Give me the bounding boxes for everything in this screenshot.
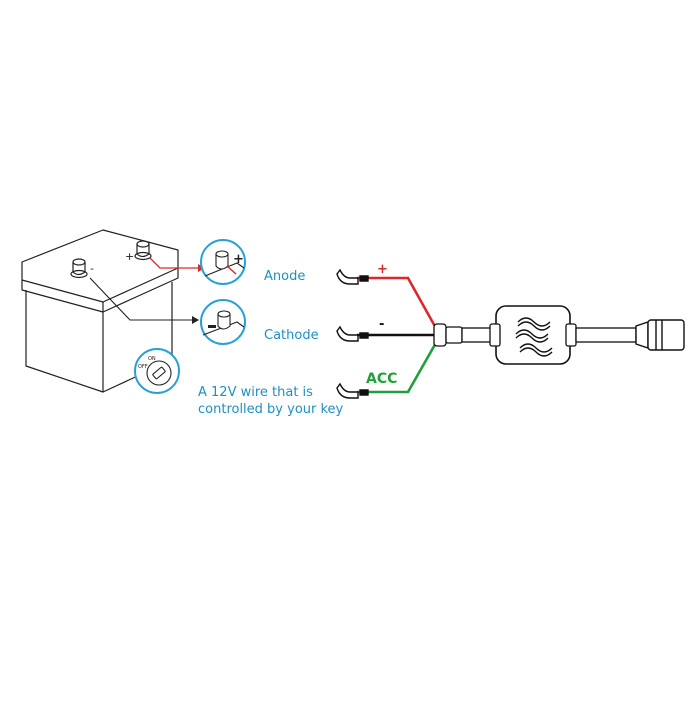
- battery-positive-mark: +: [125, 250, 134, 263]
- positive-wire-sign: +: [377, 262, 388, 277]
- cable-segment-right: [575, 327, 637, 343]
- key-description-line2: controlled by your key: [198, 402, 344, 417]
- key-description-line1: A 12V wire that is: [198, 385, 313, 400]
- terminal-positive-icon: +: [200, 239, 246, 285]
- positive-spade-connector: [336, 268, 369, 285]
- svg-text:+: +: [233, 252, 244, 267]
- negative-leader-line: [89, 277, 192, 321]
- acc-label: ACC: [366, 371, 398, 387]
- negative-spade-connector: [336, 325, 369, 342]
- ignition-key-icon: ON OFF: [134, 348, 180, 394]
- battery-positive-terminal: [134, 240, 152, 261]
- wave-module-icon: [489, 305, 577, 365]
- dc-plug-icon: [635, 319, 685, 351]
- key-on-label: ON: [148, 356, 156, 362]
- cable-junction: [433, 323, 463, 347]
- acc-spade-connector: [336, 382, 369, 399]
- positive-wire: [357, 276, 439, 331]
- anode-label: Anode: [264, 269, 306, 284]
- acc-wire: [357, 340, 439, 394]
- battery-negative-terminal: [70, 258, 88, 279]
- cathode-label: Cathode: [264, 328, 319, 343]
- negative-leader-arrow: [192, 316, 199, 324]
- key-off-label: OFF: [138, 364, 148, 370]
- terminal-negative-icon: [200, 299, 246, 345]
- positive-leader-line: [149, 257, 198, 269]
- negative-wire-sign: -: [379, 317, 385, 332]
- battery-icon: [21, 229, 179, 393]
- battery-negative-mark: -: [90, 262, 94, 275]
